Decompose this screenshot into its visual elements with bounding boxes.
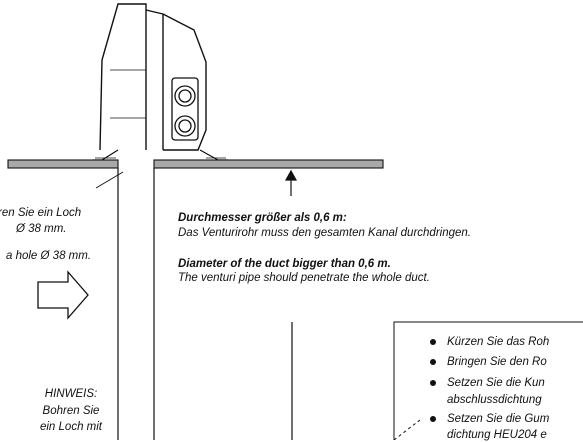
step-3-cont: abschlussdichtung [447, 394, 542, 406]
bullet-3 [430, 380, 436, 386]
hinweis-line-2: ein Loch mit [39, 421, 102, 433]
sensor-housing [99, 3, 207, 151]
left-note-de-1: ren Sie ein Loch [0, 207, 82, 219]
leader-line [393, 419, 421, 440]
step-1: Kürzen Sie das Roh [447, 336, 550, 348]
venturi-pipe [117, 168, 293, 440]
step-3: Setzen Sie die Kun [447, 377, 545, 389]
left-note-en: a hole Ø 38 mm. [6, 250, 92, 262]
duct-wall [7, 159, 384, 169]
steps-box [393, 321, 583, 440]
mounting-feet [93, 149, 228, 161]
bullet-1 [430, 339, 436, 345]
hinweis-title: HINWEIS: [44, 388, 98, 400]
cable-glands [171, 77, 199, 141]
arrow-right-icon [37, 270, 89, 320]
large-duct-title-de: Durchmesser größer als 0,6 m: [178, 212, 347, 224]
large-duct-text-de: Das Venturirohr muss den gesamten Kanal … [178, 227, 471, 239]
large-duct-text-en: The venturi pipe should penetrate the wh… [178, 272, 430, 284]
step-2: Bringen Sie den Ro [447, 356, 547, 368]
bullet-2 [430, 359, 436, 365]
arrow-up-icon [284, 169, 298, 196]
step-4-cont: dichtung HEU204 e [447, 429, 547, 441]
bullet-4 [430, 416, 436, 422]
hinweis-line-1: Bohren Sie [42, 405, 100, 417]
left-note-de-2: Ø 38 mm. [16, 223, 67, 235]
step-4: Setzen Sie die Gum [447, 413, 550, 425]
hole-marker [84, 167, 124, 189]
large-duct-title-en: Diameter of the duct bigger than 0,6 m. [178, 258, 391, 270]
